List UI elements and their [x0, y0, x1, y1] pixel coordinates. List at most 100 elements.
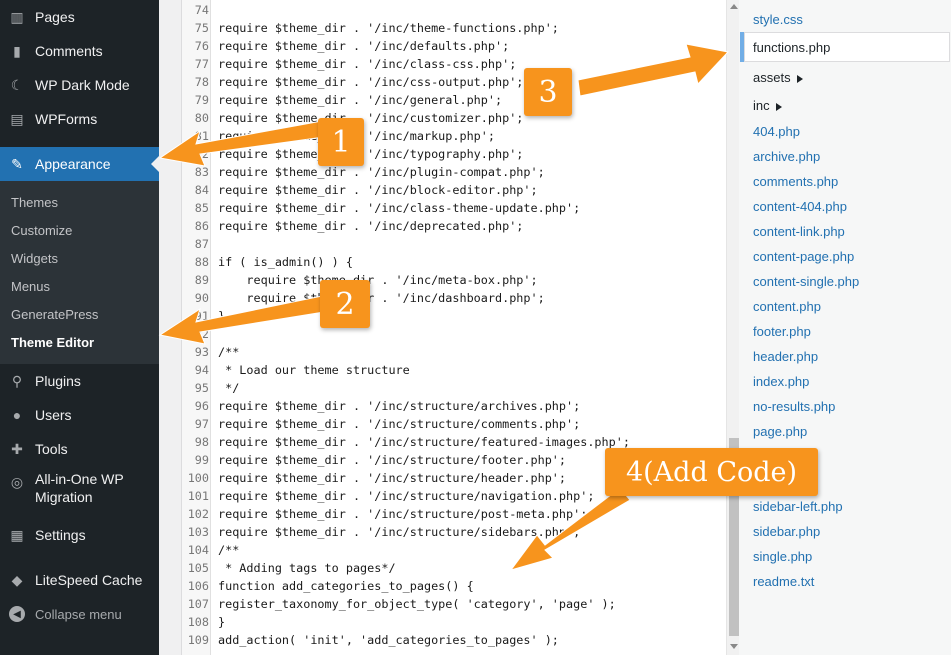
menu-item-comments[interactable]: ▮ Comments: [0, 34, 159, 68]
code-text[interactable]: [211, 235, 218, 253]
code-text[interactable]: require $theme_dir . '/inc/structure/arc…: [218, 399, 581, 413]
menu-item-litespeed-cache[interactable]: ◆ LiteSpeed Cache: [0, 563, 159, 597]
file-item[interactable]: style.css: [753, 12, 803, 27]
code-text[interactable]: require $theme_dir . '/inc/structure/sid…: [218, 525, 581, 539]
file-item[interactable]: content.php: [753, 299, 821, 314]
code-text[interactable]: function add_categories_to_pages() {: [218, 579, 474, 593]
file-item[interactable]: archive.php: [753, 149, 821, 164]
menu-item-all-in-one-wp-migration[interactable]: ◎ All-in-One WP Migration: [0, 470, 159, 514]
submenu-item-generatepress[interactable]: GeneratePress: [11, 307, 99, 322]
code-text[interactable]: require $theme_dir . '/inc/structure/hea…: [218, 471, 567, 485]
code-text[interactable]: require $theme_dir . '/inc/defaults.php'…: [218, 39, 510, 53]
file-item[interactable]: index.php: [753, 374, 810, 389]
code-text[interactable]: */: [218, 381, 240, 395]
submenu-item-customize[interactable]: Customize: [11, 223, 73, 238]
menu-item-wpforms[interactable]: ▤ WPForms: [0, 102, 159, 136]
code-line[interactable]: 105 * Adding tags to pages*/: [182, 559, 730, 577]
menu-item-appearance[interactable]: ✎ Appearance: [0, 147, 159, 181]
code-text[interactable]: require $theme_dir . '/inc/dashboard.php…: [218, 291, 545, 305]
code-line[interactable]: 93/**: [182, 343, 730, 361]
code-line[interactable]: 95 */: [182, 379, 730, 397]
code-line[interactable]: 89 require $theme_dir . '/inc/meta-box.p…: [182, 271, 730, 289]
code-line[interactable]: 90 require $theme_dir . '/inc/dashboard.…: [182, 289, 730, 307]
submenu-item-themes[interactable]: Themes: [11, 195, 58, 210]
code-text[interactable]: add_action( 'init', 'add_categories_to_p…: [218, 633, 559, 647]
editor-scrollbar[interactable]: [726, 0, 740, 655]
code-text[interactable]: register_taxonomy_for_object_type( 'cate…: [218, 597, 616, 611]
code-text[interactable]: require $theme_dir . '/inc/deprecated.ph…: [218, 219, 524, 233]
code-text[interactable]: require $theme_dir . '/inc/meta-box.php'…: [218, 273, 538, 287]
code-text[interactable]: require $theme_dir . '/inc/class-css.php…: [218, 57, 517, 71]
file-item[interactable]: header.php: [753, 349, 819, 364]
code-text[interactable]: require $theme_dir . '/inc/general.php';: [218, 93, 503, 107]
file-item[interactable]: sidebar.php: [753, 524, 821, 539]
code-line[interactable]: 74: [182, 1, 730, 19]
code-text[interactable]: if ( is_admin() ) {: [218, 255, 353, 269]
submenu-item-menus[interactable]: Menus: [11, 279, 51, 294]
file-item[interactable]: comments.php: [753, 174, 839, 189]
menu-item-settings[interactable]: ▦ Settings: [0, 518, 159, 552]
code-text[interactable]: require $theme_dir . '/inc/theme-functio…: [218, 21, 559, 35]
code-text[interactable]: [211, 325, 218, 343]
code-line[interactable]: 87: [182, 235, 730, 253]
file-item[interactable]: no-results.php: [753, 399, 836, 414]
menu-item-wp-dark-mode[interactable]: ☾ WP Dark Mode: [0, 68, 159, 102]
folder-item[interactable]: inc: [753, 98, 782, 113]
scroll-down-icon[interactable]: [730, 644, 738, 649]
file-item[interactable]: sidebar-left.php: [753, 499, 843, 514]
code-line[interactable]: 91}: [182, 307, 730, 325]
file-item[interactable]: readme.txt: [753, 574, 815, 589]
file-item-current[interactable]: functions.php: [740, 32, 950, 62]
code-text[interactable]: require $theme_dir . '/inc/structure/nav…: [218, 489, 595, 503]
menu-item-plugins[interactable]: ⚲ Plugins: [0, 364, 159, 398]
code-text[interactable]: require $theme_dir . '/inc/structure/foo…: [218, 453, 567, 467]
code-text[interactable]: }: [218, 309, 226, 323]
file-item[interactable]: content-single.php: [753, 274, 860, 289]
code-line[interactable]: 108}: [182, 613, 730, 631]
scroll-thumb[interactable]: [729, 438, 739, 636]
folder-item[interactable]: assets: [753, 70, 803, 85]
file-item[interactable]: footer.php: [753, 324, 811, 339]
code-text[interactable]: /**: [218, 543, 240, 557]
code-text[interactable]: require $theme_dir . '/inc/block-editor.…: [218, 183, 538, 197]
code-text[interactable]: * Load our theme structure: [218, 363, 410, 377]
menu-item-users[interactable]: ● Users: [0, 398, 159, 432]
code-text[interactable]: require $theme_dir . '/inc/structure/fea…: [218, 435, 630, 449]
menu-item-pages[interactable]: ▥ Pages: [0, 0, 159, 34]
submenu-item-theme-editor[interactable]: Theme Editor: [11, 335, 95, 350]
code-text[interactable]: require $theme_dir . '/inc/css-output.ph…: [218, 75, 524, 89]
code-text[interactable]: require $theme_dir . '/inc/plugin-compat…: [218, 165, 545, 179]
code-line[interactable]: 94 * Load our theme structure: [182, 361, 730, 379]
code-text[interactable]: [211, 1, 218, 19]
code-text[interactable]: require $theme_dir . '/inc/class-theme-u…: [218, 201, 581, 215]
code-line[interactable]: 104/**: [182, 541, 730, 559]
code-text[interactable]: * Adding tags to pages*/: [218, 561, 396, 575]
file-item[interactable]: single.php: [753, 549, 813, 564]
code-text[interactable]: require $theme_dir . '/inc/typography.ph…: [218, 147, 524, 161]
file-item[interactable]: content-link.php: [753, 224, 845, 239]
code-text[interactable]: require $theme_dir . '/inc/customizer.ph…: [218, 111, 524, 125]
